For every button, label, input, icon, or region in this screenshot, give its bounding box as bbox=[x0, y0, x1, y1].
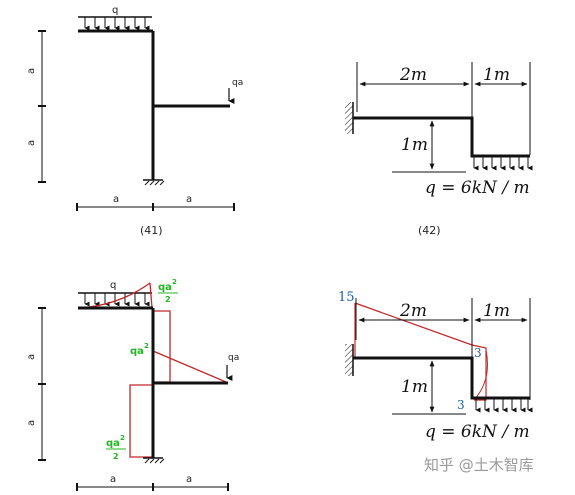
svg-text:2: 2 bbox=[120, 434, 125, 442]
distributed-load bbox=[78, 292, 152, 307]
svg-text:2: 2 bbox=[144, 342, 149, 350]
moment-label-bottom: qa 2 2 bbox=[106, 434, 126, 461]
svg-text:2: 2 bbox=[172, 278, 177, 286]
dim-2m: 2m bbox=[399, 301, 427, 321]
vertical-dimension bbox=[38, 30, 46, 183]
fixed-support bbox=[345, 102, 353, 134]
dim-v-lower: a bbox=[26, 140, 37, 146]
moment-diagram bbox=[354, 302, 488, 401]
dim-1m: 1m bbox=[483, 65, 510, 85]
horizontal-dimension bbox=[76, 483, 229, 491]
caption-42: (42) bbox=[418, 224, 441, 237]
moment-value-corner-bottom: 3 bbox=[457, 398, 465, 412]
dim-1m: 1m bbox=[483, 301, 510, 321]
frame bbox=[78, 29, 230, 180]
distributed-load bbox=[78, 16, 152, 31]
load-label: q = 6kN / m bbox=[425, 422, 530, 442]
dim-v-upper: a bbox=[26, 354, 37, 360]
figure-42: 2m 1m 1m q = 6kN / m (42) bbox=[345, 62, 533, 237]
distributed-load bbox=[473, 156, 533, 171]
caption-41: (41) bbox=[140, 224, 163, 237]
frame bbox=[353, 116, 530, 158]
svg-text:2: 2 bbox=[113, 452, 119, 461]
dim-h-left: a bbox=[110, 474, 116, 485]
dim-height: 1m bbox=[401, 377, 428, 397]
svg-text:qa: qa bbox=[130, 346, 144, 357]
fixed-support bbox=[345, 344, 353, 376]
load-label: q = 6kN / m bbox=[425, 178, 530, 198]
dim-h-right: a bbox=[186, 474, 192, 485]
moment-label-mid: qa 2 bbox=[130, 342, 149, 357]
dim-v-lower: a bbox=[26, 420, 37, 426]
figure-42-moment: 2m 1m 1m q = 6kN / m 15 3 3 bbox=[338, 290, 533, 442]
fixed-support bbox=[143, 457, 165, 464]
dim-h-right: a bbox=[186, 194, 192, 205]
distributed-load bbox=[475, 398, 533, 413]
svg-text:qa: qa bbox=[158, 282, 172, 293]
figure-41: q qa a a bbox=[26, 5, 243, 237]
dim-height: 1m bbox=[401, 135, 428, 155]
dim-2m: 2m bbox=[399, 65, 427, 85]
frame bbox=[78, 306, 228, 458]
load-label: q bbox=[110, 280, 116, 291]
moment-label-top: qa 2 2 bbox=[158, 278, 178, 304]
point-load-label: qa bbox=[232, 78, 243, 88]
moment-value-corner-top: 3 bbox=[474, 346, 482, 360]
watermark: 知乎 @土木智库 bbox=[424, 456, 534, 474]
dim-v-upper: a bbox=[26, 68, 37, 74]
point-load-label: qa bbox=[228, 353, 239, 363]
svg-text:qa: qa bbox=[106, 438, 120, 449]
dim-h-left: a bbox=[113, 194, 119, 205]
vertical-dimension bbox=[38, 307, 46, 461]
svg-text:2: 2 bbox=[165, 295, 171, 304]
frame bbox=[353, 356, 530, 400]
fixed-support bbox=[143, 179, 165, 186]
load-label: q bbox=[112, 5, 118, 16]
figure-41-moment: q qa qa 2 2 bbox=[26, 278, 239, 491]
horizontal-dimension bbox=[76, 203, 235, 211]
moment-value-fixed: 15 bbox=[338, 290, 355, 305]
